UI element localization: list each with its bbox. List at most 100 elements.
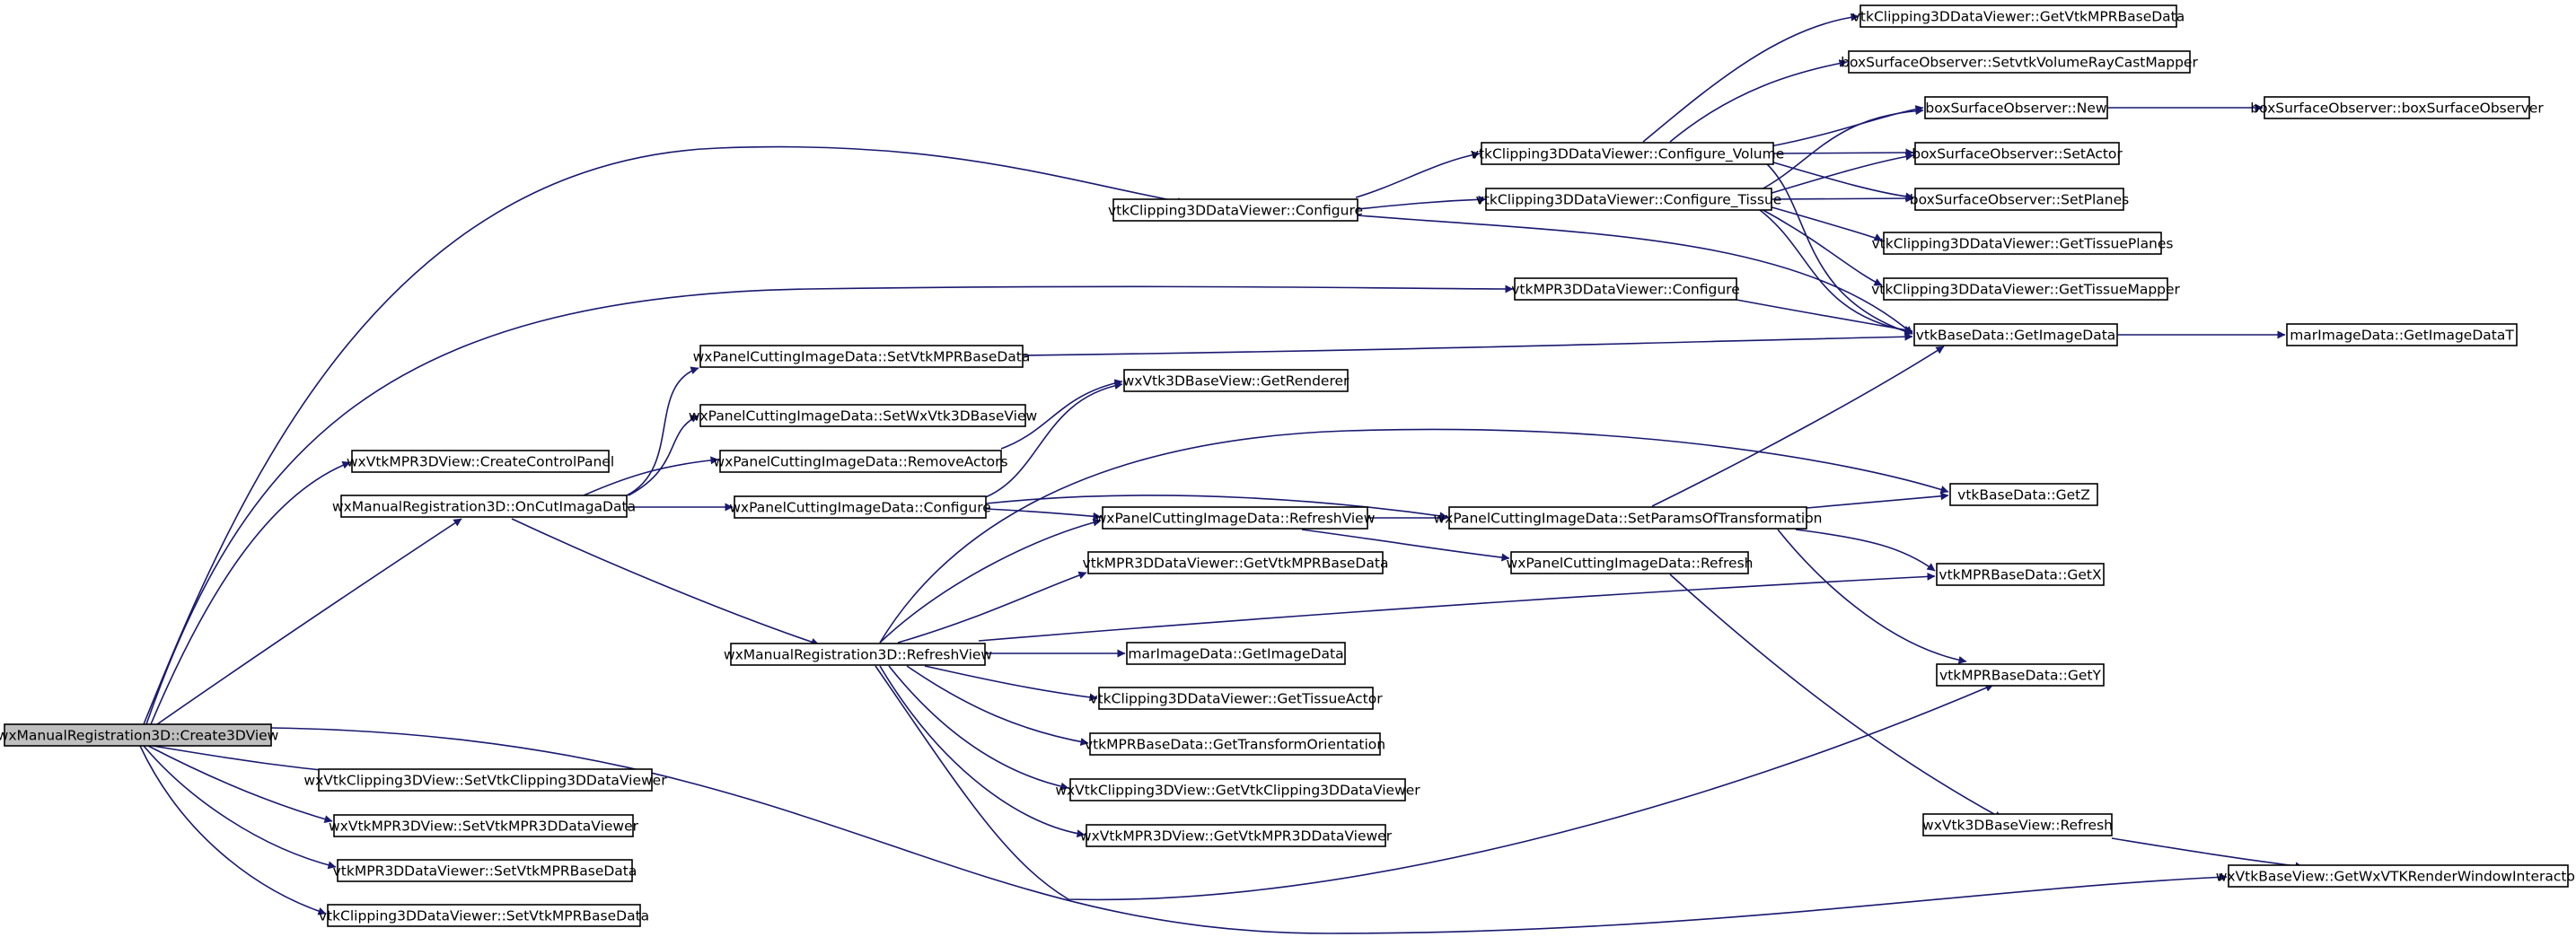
edge-volume-to-setplanes: [1763, 159, 1914, 201]
edge-refresh-to-wxrefresh: [1669, 574, 2003, 819]
node-wxvtkclipping3dview-getvtkclipping3ddataviewer[interactable]: wxVtkClipping3DView::GetVtkClipping3DDat…: [1055, 778, 1420, 801]
node-vtkbasedata-getz[interactable]: vtkBaseData::GetZ: [1949, 483, 2098, 506]
node-label: wxVtkMPR3DView::GetVtkMPR3DDataViewer: [1080, 828, 1393, 845]
node-vtkclipping3ddataviewer-gettissueactor[interactable]: vtkClipping3DDataViewer::GetTissueActor: [1089, 687, 1383, 710]
node-boxsurfaceobserver-setactor[interactable]: boxSurfaceObserver::SetActor: [1912, 142, 2123, 165]
node-box: [1913, 323, 2118, 346]
node-label: boxSurfaceObserver::SetvtkVolumeRayCastM…: [1841, 55, 2198, 71]
node-label: boxSurfaceObserver::SetPlanes: [1910, 192, 2129, 208]
node-wxvtkmpr3dview-getvtkmpr3ddataviewer[interactable]: wxVtkMPR3DView::GetVtkMPR3DDataViewer: [1080, 824, 1393, 847]
node-label: wxVtk3DBaseView::Refresh: [1922, 818, 2113, 834]
node-wxpanelcuttingimagedata-configure[interactable]: wxPanelCuttingImageData::Configure: [729, 495, 991, 519]
call-edges: [139, 13, 2304, 934]
node-vtkclipping3ddataviewer-configure-tissue[interactable]: vtkClipping3DDataViewer::Configure_Tissu…: [1476, 188, 1782, 211]
node-label: vtkClipping3DDataViewer::GetTissuePlanes: [1872, 236, 2174, 252]
node-box: [337, 859, 633, 882]
edge-regrefresh-to-refreshview: [879, 518, 1102, 644]
node-label: wxManualRegistration3D::RefreshView: [724, 647, 993, 663]
node-wxmanualregistration3d-refreshview[interactable]: wxManualRegistration3D::RefreshView: [724, 643, 993, 666]
node-wxvtkmpr3dview-createcontrolpanel[interactable]: wxVtkMPR3DView::CreateControlPanel: [347, 450, 614, 473]
node-label: vtkMPRBaseData::GetY: [1939, 668, 2102, 684]
node-label: wxPanelCuttingImageData::Refresh: [1507, 556, 1754, 572]
node-label: vtkClipping3DDataViewer::Configure_Tissu…: [1476, 192, 1782, 209]
node-box: [1936, 663, 2105, 687]
node-label: vtkMPR3DDataViewer::SetVtkMPRBaseData: [333, 863, 637, 880]
node-label: vtkMPR3DDataViewer::GetVtkMPRBaseData: [1083, 556, 1389, 572]
edge-volume-to-raycast: [1669, 59, 1848, 143]
node-wxvtk3dbaseview-getrenderer[interactable]: wxVtk3DBaseView::GetRenderer: [1123, 369, 1350, 392]
node-wxvtkmpr3dview-setvtkmpr3ddataviewer[interactable]: wxVtkMPR3DView::SetVtkMPR3DDataViewer: [329, 814, 639, 837]
node-box: [1069, 778, 1406, 801]
node-box: [2264, 96, 2530, 119]
node-vtkmpr3ddataviewer-setvtkmprbasedata[interactable]: vtkMPR3DDataViewer::SetVtkMPRBaseData: [333, 859, 637, 882]
node-box: [1514, 277, 1737, 301]
node-wxpanelcuttingimagedata-setwxvtk3dbaseview[interactable]: wxPanelCuttingImageData::SetWxVtk3DBaseV…: [689, 404, 1038, 427]
node-vtkclipping3ddataviewer-getvtkmprbasedata[interactable]: vtkClipping3DDataViewer::GetVtkMPRBaseDa…: [1852, 4, 2185, 28]
edge-root-to-clip-configure: [143, 145, 1186, 725]
node-wxvtk3dbaseview-refresh[interactable]: wxVtk3DBaseView::Refresh: [1922, 813, 2113, 836]
edge-remove-to-renderer: [1000, 379, 1123, 450]
edge-tissue-to-tissueplanes: [1768, 206, 1883, 241]
node-label: boxSurfaceObserver::SetActor: [1912, 146, 2123, 162]
node-boxsurfaceobserver-setvtkvolumeraycastmapper[interactable]: boxSurfaceObserver::SetvtkVolumeRayCastM…: [1841, 50, 2198, 74]
node-vtkmpr3ddataviewer-configure[interactable]: vtkMPR3DDataViewer::Configure: [1511, 277, 1740, 301]
node-wxmanualregistration3d-oncutimagadata[interactable]: wxManualRegistration3D::OnCutImagaData: [332, 495, 636, 518]
node-box: [1883, 277, 2168, 301]
node-marimagedata-getimagedata[interactable]: marImageData::GetImageData: [1126, 642, 1346, 665]
node-box: [1883, 232, 2162, 255]
node-label: wxPanelCuttingImageData::RefreshView: [1095, 511, 1376, 527]
node-label: wxManualRegistration3D::Create3DView: [0, 728, 279, 744]
node-box: [734, 495, 987, 519]
node-box: [1123, 369, 1349, 392]
node-label: wxPanelCuttingImageData::Configure: [729, 500, 991, 516]
node-box: [1098, 687, 1374, 710]
node-label: vtkClipping3DDataViewer::Configure: [1108, 203, 1363, 219]
edge-root-to-clip-set-base: [139, 745, 327, 915]
node-box: [730, 643, 986, 666]
node-vtkclipping3ddataviewer-gettissueplanes[interactable]: vtkClipping3DDataViewer::GetTissuePlanes: [1872, 232, 2174, 255]
node-vtkclipping3ddataviewer-setvtkmprbasedata[interactable]: vtkClipping3DDataViewer::SetVtkMPRBaseDa…: [319, 904, 649, 927]
node-vtkmprbasedata-gettransformorientation[interactable]: vtkMPRBaseData::GetTransformOrientation: [1085, 732, 1385, 756]
node-vtkclipping3ddataviewer-configure[interactable]: vtkClipping3DDataViewer::Configure: [1108, 198, 1363, 222]
node-boxsurfaceobserver-new[interactable]: boxSurfaceObserver::New: [1924, 96, 2108, 119]
edge-setparams-to-getx: [1795, 529, 1936, 572]
node-boxsurfaceobserver-boxsurfaceobserver[interactable]: boxSurfaceObserver::boxSurfaceObserver: [2250, 96, 2544, 119]
edge-regrefresh-to-getclip: [888, 665, 1069, 791]
node-boxsurfaceobserver-setplanes[interactable]: boxSurfaceObserver::SetPlanes: [1910, 188, 2129, 211]
node-label: wxVtk3DBaseView::GetRenderer: [1123, 373, 1350, 390]
edge-root-to-get-interactor: [270, 727, 2228, 934]
node-label: vtkClipping3DDataViewer::GetTissueMapper: [1871, 282, 2180, 298]
node-marimagedata-getimagedatat[interactable]: marImageData::GetImageDataT: [2286, 323, 2518, 346]
edge-regrefresh-to-getz: [879, 428, 1949, 644]
node-wxpanelcuttingimagedata-refreshview[interactable]: wxPanelCuttingImageData::RefreshView: [1095, 506, 1376, 530]
node-vtkmpr3ddataviewer-getvtkmprbasedata[interactable]: vtkMPR3DDataViewer::GetVtkMPRBaseData: [1083, 551, 1389, 574]
node-box: [1102, 506, 1368, 530]
node-root[interactable]: wxManualRegistration3D::Create3DView: [0, 723, 279, 747]
node-vtkbasedata-getimagedata[interactable]: vtkBaseData::GetImageData: [1913, 323, 2118, 346]
node-box: [1922, 813, 2113, 836]
node-label: wxVtkBaseView::GetWxVTKRenderWindowInter…: [2216, 869, 2576, 885]
edge-tissue-to-setactor: [1768, 153, 1914, 195]
node-box: [1126, 642, 1346, 665]
node-wxvtkbaseview-getwxvtkrenderwindowinteractor[interactable]: wxVtkBaseView::GetWxVTKRenderWindowInter…: [2216, 864, 2576, 888]
edge-refreshview-to-refresh: [1301, 529, 1510, 562]
edge-oncut-to-refresh-view: [511, 518, 820, 646]
node-box: [1448, 506, 1807, 530]
node-wxvtkclipping3dview-setvtkclipping3ddataviewer[interactable]: wxVtkClipping3DView::SetVtkClipping3DDat…: [303, 768, 667, 792]
edge-root-to-mpr-set-base: [143, 745, 337, 870]
node-label: marImageData::GetImageDataT: [2290, 328, 2514, 344]
node-wxpanelcuttingimagedata-setvtkmprbasedata[interactable]: wxPanelCuttingImageData::SetVtkMPRBaseDa…: [693, 345, 1031, 368]
node-vtkmprbasedata-gety[interactable]: vtkMPRBaseData::GetY: [1936, 663, 2105, 687]
node-label: wxManualRegistration3D::OnCutImagaData: [332, 499, 636, 515]
node-box: [719, 450, 1002, 473]
node-wxpanelcuttingimagedata-setparamsoftransformation[interactable]: wxPanelCuttingImageData::SetParamsOfTran…: [1433, 506, 1823, 530]
node-wxpanelcuttingimagedata-removeactors[interactable]: wxPanelCuttingImageData::RemoveActors: [713, 450, 1008, 473]
edge-oncut-to-set-base: [626, 366, 699, 496]
node-vtkmprbasedata-getx[interactable]: vtkMPRBaseData::GetX: [1936, 563, 2105, 586]
node-vtkclipping3ddataviewer-configure-volume[interactable]: vtkClipping3DDataViewer::Configure_Volum…: [1471, 142, 1785, 165]
node-box: [1089, 732, 1381, 756]
node-label: vtkClipping3DDataViewer::GetTissueActor: [1089, 691, 1383, 707]
node-vtkclipping3ddataviewer-gettissuemapper[interactable]: vtkClipping3DDataViewer::GetTissueMapper: [1871, 277, 2181, 301]
node-wxpanelcuttingimagedata-refresh[interactable]: wxPanelCuttingImageData::Refresh: [1507, 551, 1754, 574]
node-label: wxVtkClipping3DView::SetVtkClipping3DDat…: [303, 773, 667, 789]
